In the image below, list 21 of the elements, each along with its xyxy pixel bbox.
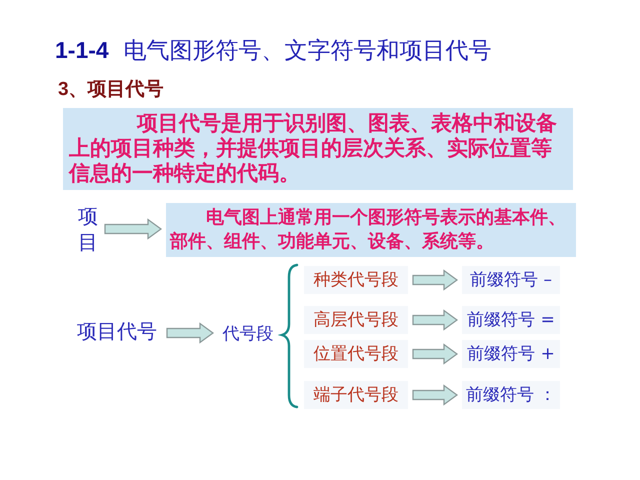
block-arrow [166,322,214,344]
term-label: 项目 [76,203,100,255]
definition-box: 电气图上通常用一个图形符号表示的基本件、部件、组件、功能单元、设备、系统等。 [166,203,576,257]
block-arrow [104,218,162,240]
segment-label: 位置代号段 [304,340,408,368]
prefix-label: 前缀符号 + [462,340,560,368]
block-arrow [412,269,458,291]
block-arrow [412,309,458,331]
prefix-label: 前缀符号 = [462,306,560,334]
definition-box: 项目代号是用于识别图、图表、表格中和设备上的项目种类，并提供项目的层次关系、实际位置等信息的一种特定的代码。 [63,108,573,190]
term-label: 项目代号 [72,316,162,346]
segment-label: 端子代号段 [304,381,408,409]
section-heading: 3、项目代号 [58,78,164,102]
term-label: 代号段 [218,320,278,348]
block-arrow [412,384,458,406]
prefix-label: 前缀符号 – [462,266,560,294]
prefix-label: 前缀符号 ： [462,381,560,409]
segment-label: 种类代号段 [304,266,408,294]
slide-title: 1-1-4 电气图形符号、文字符号和项目代号 [55,36,492,66]
block-arrow [412,343,458,365]
segment-label: 高层代号段 [304,306,408,334]
